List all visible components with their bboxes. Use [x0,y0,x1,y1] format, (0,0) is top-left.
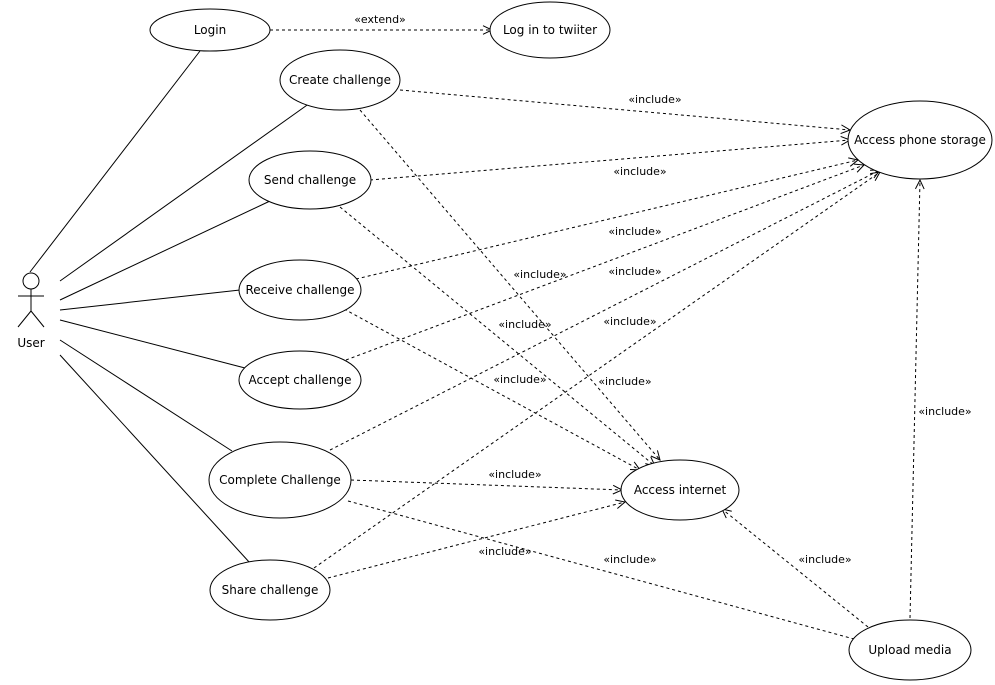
dependency-complete-storage [329,169,881,451]
stereotype-label-receive-storage: «include» [608,225,661,238]
use-case-complete: Complete Challenge [208,441,352,519]
actor-name: User [17,336,44,350]
stereotype-label-receive-internet: «include» [493,373,546,386]
use-case-ellipse-upload [848,619,972,681]
association-send [59,200,271,301]
use-case-create: Create challenge [279,49,401,111]
use-case-label-twitter: Log in to twiiter [503,23,597,37]
association-accept [59,319,246,369]
use-case-ellipse-twitter [489,1,611,59]
association-receive [59,289,241,311]
arrow-head-create-storage [840,124,852,135]
use-case-send: Send challenge [248,150,372,210]
use-case-label-share: Share challenge [222,583,319,597]
actor-left-leg [17,310,32,328]
dependency-send-storage [369,139,851,181]
use-case-label-storage: Access phone storage [854,133,986,147]
dependency-share-internet [327,501,626,579]
dependency-upload-storage [909,179,921,619]
use-case-ellipse-internet [620,459,740,521]
use-case-ellipse-complete [208,441,352,519]
stereotype-label-complete-storage: «include» [603,315,656,328]
stereotype-labels: «extend» «include» «include» «include» «incl… [354,13,971,566]
arrow-head-accept-storage [853,163,866,173]
use-case-internet: Access internet [620,459,740,521]
use-case-twitter: Log in to twiiter [489,1,611,59]
association-complete [59,339,233,452]
arrow-head-create-internet [650,450,661,461]
use-case-ellipse-share [209,559,331,621]
dependency-send-internet [339,206,656,467]
use-case-share: Share challenge [209,559,331,621]
use-case-label-login: Login [194,23,226,37]
use-case-ellipse-login [149,8,271,52]
use-case-label-create: Create challenge [289,73,391,87]
actor-right-leg [30,310,45,328]
stereotype-label-complete-upload: «include» [603,553,656,566]
stereotype-label-send-internet: «include» [498,318,551,331]
actor: User [17,272,45,350]
use-case-label-receive: Receive challenge [245,283,354,297]
actor-head [22,272,40,290]
use-case-upload: Upload media [848,619,972,681]
dependency-complete-upload [347,500,866,643]
stereotype-label-share-internet: «include» [478,545,531,558]
stereotype-label-upload-storage: «include» [918,405,971,418]
stereotype-label-complete-internet: «include» [488,468,541,481]
use-case-login: Login [149,8,271,52]
use-case-label-send: Send challenge [264,173,356,187]
use-case-label-complete: Complete Challenge [219,473,341,487]
dependency-create-internet [359,109,661,461]
association-create [59,102,311,282]
association-login [29,50,201,273]
association-lines [29,50,311,564]
use-case-ellipse-accept [238,350,362,410]
dependency-accept-storage [345,164,865,361]
use-case-storage: Access phone storage [847,100,993,180]
dependency-receive-storage [355,159,859,280]
arrow-head-upload-storage [915,178,925,190]
dependency-create-storage [399,89,851,131]
association-share [59,354,251,564]
use-case-ellipse-send [248,150,372,210]
dependency-lines [270,25,925,645]
use-case-receive: Receive challenge [238,259,362,321]
stereotype-label-send-storage: «include» [613,165,666,178]
use-case-accept: Accept challenge [238,350,362,410]
stereotype-label-share-storage: «include» [598,375,651,388]
stereotype-label-create-storage: «include» [628,93,681,106]
dependency-share-storage [313,171,881,569]
dependency-upload-internet [721,508,869,628]
dependency-complete-internet [350,479,623,491]
stereotype-label-upload-internet: «include» [798,553,851,566]
use-case-ellipse-receive [238,259,362,321]
dependency-receive-internet [343,308,641,471]
use-case-label-upload: Upload media [868,643,951,657]
stereotype-label-accept-storage: «include» [608,265,661,278]
stereotype-label-login-twitter: «extend» [354,13,406,26]
use-case-ellipse-create [279,49,401,111]
arrow-head-share-internet [615,499,627,509]
use-case-label-internet: Access internet [634,483,727,497]
stereotype-label-create-internet: «include» [513,268,566,281]
use-case-ellipse-storage [847,100,993,180]
use-case-label-accept: Accept challenge [249,373,352,387]
